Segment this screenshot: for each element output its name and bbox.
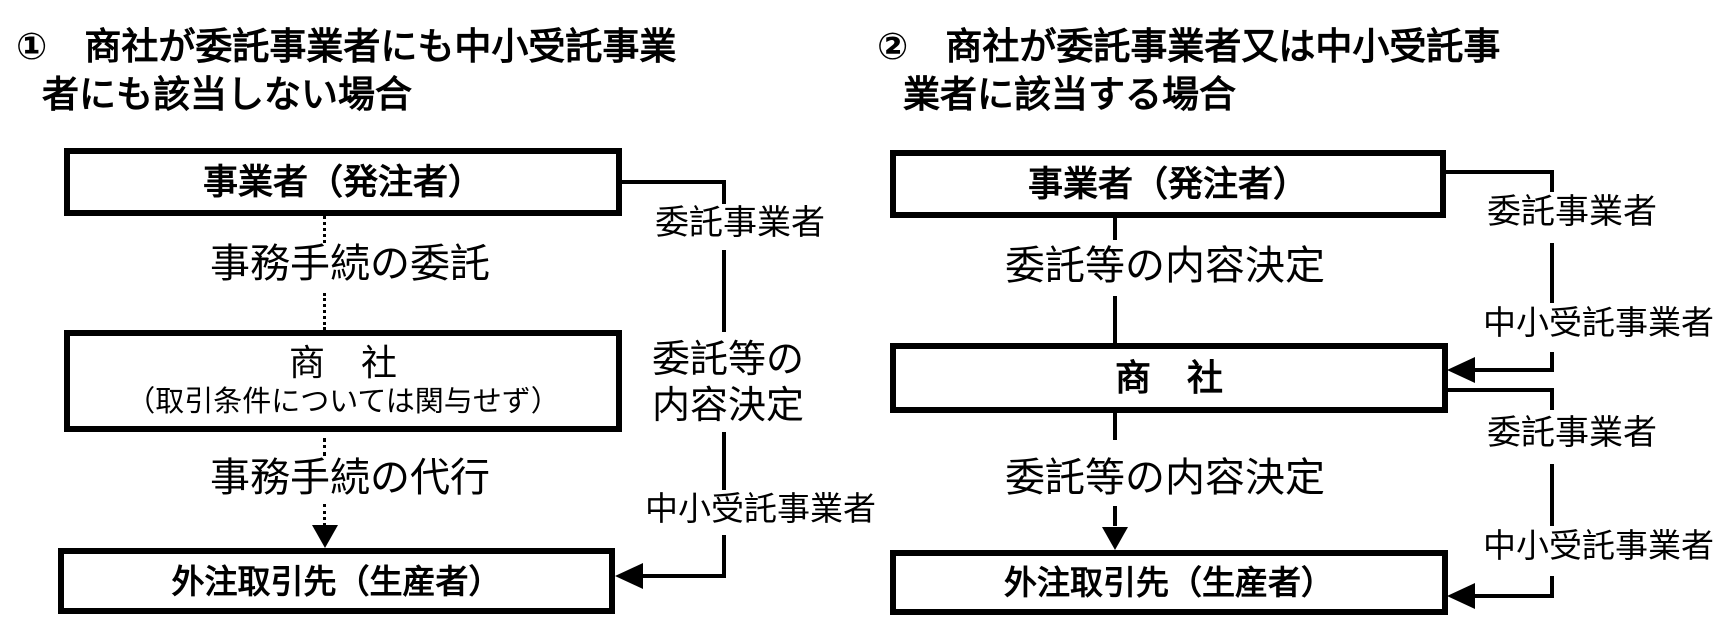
solid-connector-segment [1113, 506, 1117, 526]
trading-company-box: 商 社 [890, 343, 1448, 413]
orderer-box: 事業者（発注者） [890, 150, 1446, 218]
bracket-vertical-line [1550, 243, 1554, 303]
diagram-2-title-line-2: 業者に該当する場合 [903, 74, 1236, 115]
trading-company-label: 商 社 [288, 343, 397, 383]
bracket-vertical-line [1550, 576, 1554, 598]
bracket-vertical-line [722, 180, 726, 204]
dotted-connector-segment [323, 216, 326, 243]
bracket-label-consignor: 委託事業者 [1487, 415, 1657, 452]
flow-label-proxy-admin: 事務手続の代行 [210, 455, 490, 500]
bracket-horizontal-line [1448, 388, 1554, 392]
outsource-box-label: 外注取引先（生産者） [171, 562, 502, 600]
outsource-box: 外注取引先（生産者） [58, 548, 615, 614]
bracket-elbow-line [1472, 368, 1554, 372]
bracket-vertical-line [1550, 388, 1554, 410]
orderer-box: 事業者（発注者） [64, 148, 622, 216]
orderer-box-label: 事業者（発注者） [202, 162, 483, 202]
flow-label-content-decision-top: 委託等の内容決定 [1005, 243, 1325, 288]
dotted-connector-segment [323, 438, 326, 456]
orderer-box-label: 事業者（発注者） [1027, 164, 1308, 204]
bracket-vertical-line [722, 432, 726, 490]
flow-label-content-decision-bottom: 委託等の内容決定 [1005, 455, 1325, 500]
trading-company-label: 商 社 [1114, 357, 1223, 398]
outsource-box: 外注取引先（生産者） [890, 550, 1448, 615]
bracket-vertical-line [1550, 352, 1554, 372]
outsource-box-label: 外注取引先（生産者） [1004, 564, 1334, 601]
left-arrowhead [1447, 357, 1475, 383]
bracket-label-sme-consignee: 中小受託事業者 [1483, 306, 1714, 342]
diagram-1-title-line-2: 者にも該当しない場合 [42, 74, 412, 115]
dotted-connector-segment [323, 504, 326, 526]
bracket-label-content-decision-line-2: 内容決定 [652, 385, 805, 427]
trading-company-box: 商 社 （取引条件については関与せず） [64, 330, 622, 432]
bracket-horizontal-line [622, 180, 726, 184]
trading-company-note: （取引条件については関与せず） [126, 386, 560, 419]
bracket-vertical-line [722, 250, 726, 332]
bracket-label-consignor: 委託事業者 [1487, 194, 1657, 231]
bracket-vertical-line [1550, 170, 1554, 192]
diagram-2-title-line-1: ② 商社が委託事業者又は中小受託事 [877, 26, 1501, 67]
left-arrowhead [1447, 583, 1475, 609]
bracket-elbow-line [640, 574, 726, 578]
solid-connector-segment [1113, 296, 1117, 343]
down-arrowhead [1102, 527, 1128, 550]
bracket-vertical-line [722, 535, 726, 578]
diagram-1-title-line-1: ① 商社が委託事業者にも中小受託事業 [16, 26, 677, 67]
bracket-horizontal-line [1446, 170, 1554, 174]
flow-label-entrust-admin: 事務手続の委託 [210, 241, 490, 286]
bracket-label-consignor: 委託事業者 [655, 205, 825, 242]
bracket-label-sme-consignee: 中小受託事業者 [645, 492, 876, 528]
down-arrowhead [312, 525, 338, 548]
bracket-vertical-line [1550, 464, 1554, 526]
bracket-label-sme-consignee: 中小受託事業者 [1483, 529, 1714, 565]
bracket-label-content-decision-line-1: 委託等の [652, 339, 805, 381]
bracket-elbow-line [1472, 594, 1554, 598]
left-arrowhead [615, 563, 643, 589]
dotted-connector-segment [323, 293, 326, 330]
solid-connector-segment [1113, 218, 1117, 240]
solid-connector-segment [1113, 413, 1117, 440]
